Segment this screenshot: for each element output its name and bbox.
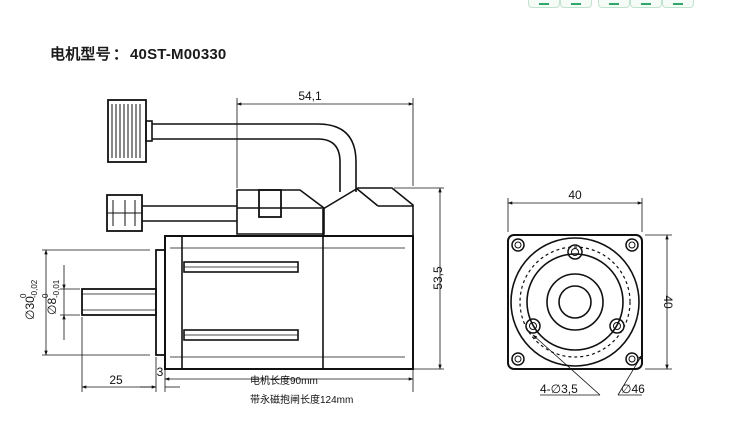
pitch-circle-label: ∅46 <box>621 382 645 396</box>
side-view <box>81 99 414 370</box>
toolbar-5-icon <box>673 0 683 5</box>
toolbar-3-icon <box>609 0 619 5</box>
motor-length-note: 电机长度90mm <box>250 374 318 387</box>
toolbar-4-icon <box>641 0 651 5</box>
model-separator: ： <box>112 46 129 63</box>
svg-text:∅30: ∅30 <box>23 296 37 320</box>
side-view-dimensions <box>42 98 444 392</box>
front-view-dimensions <box>507 198 672 396</box>
front-view-labels: 40 40 4-∅3,5 ∅46 <box>540 188 675 396</box>
svg-text:0: 0 <box>19 293 28 298</box>
shaft-circle <box>558 285 592 319</box>
toolbar-button-1[interactable] <box>528 0 560 8</box>
motor-model-title: 电机型号：40ST-M00330 <box>50 43 226 64</box>
model-label: 电机型号 <box>50 46 111 63</box>
top-toolbar-strip <box>0 0 737 8</box>
front-view <box>507 234 643 370</box>
boss-circle <box>546 273 604 331</box>
side-view-labels: 54,1 53,5 25 3 ∅30 0 -0,02 ∅8 0 -0,01 电机… <box>19 89 445 406</box>
terminal-box <box>236 189 325 235</box>
mounting-holes <box>511 238 639 366</box>
toolbar-button-5[interactable] <box>662 0 694 8</box>
flange-thickness-label: 3 <box>157 365 164 379</box>
pilot-circle <box>526 253 624 351</box>
shaft-length-label: 25 <box>109 373 123 387</box>
motor-body <box>164 235 414 370</box>
toolbar-2-icon <box>571 0 581 5</box>
toolbar-button-4[interactable] <box>630 0 662 8</box>
shaft-main-dia-label: ∅30 0 -0,02 <box>19 279 39 320</box>
power-cable <box>142 205 237 222</box>
svg-text:-0,01: -0,01 <box>52 279 61 298</box>
height-label: 53,5 <box>431 266 445 290</box>
overall-length-label: 54,1 <box>298 89 322 103</box>
flange-outer-circle <box>510 237 640 367</box>
encoder-cover <box>322 187 414 236</box>
pitch-holes <box>525 244 625 334</box>
flange-height-label: 40 <box>661 295 675 309</box>
shaft-key-dia-label: ∅8 0 -0,01 <box>41 279 61 315</box>
toolbar-1-icon <box>539 0 549 5</box>
brake-length-note: 带永磁抱闸长度124mm <box>250 393 353 406</box>
svg-text:∅8: ∅8 <box>45 298 59 315</box>
flange-width-label: 40 <box>568 188 582 202</box>
encoder-cable <box>152 123 357 192</box>
svg-text:0: 0 <box>41 293 50 298</box>
output-shaft <box>81 288 157 316</box>
svg-text:-0,02: -0,02 <box>30 279 39 298</box>
encoder-connector <box>107 99 153 163</box>
pitch-circle <box>519 246 631 358</box>
toolbar-button-2[interactable] <box>560 0 592 8</box>
flange-square <box>507 234 643 370</box>
front-flange <box>155 249 166 356</box>
model-number: 40ST-M00330 <box>130 46 227 63</box>
toolbar-button-3[interactable] <box>598 0 630 8</box>
power-connector <box>106 194 143 232</box>
holes-label: 4-∅3,5 <box>540 382 578 396</box>
